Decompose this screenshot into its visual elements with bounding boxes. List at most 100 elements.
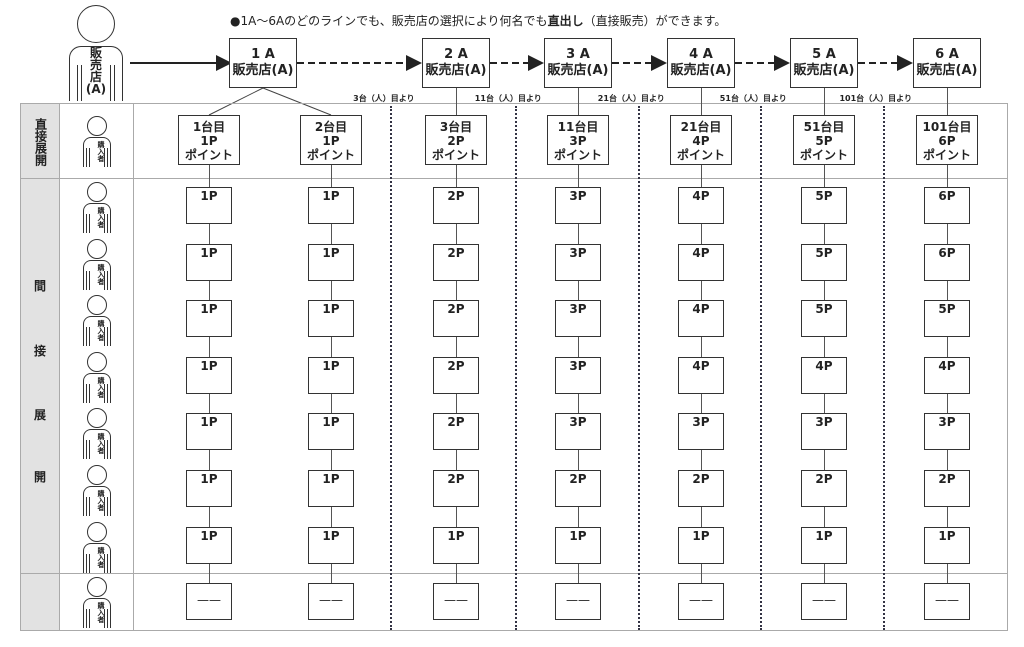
indirect-point-box: 5P (924, 300, 970, 337)
row-label-indirect-1: 間 (33, 279, 46, 293)
direct-points: 2P (447, 134, 465, 148)
indirect-point-box: 3P (555, 244, 601, 281)
direct-unit: ポイント (676, 148, 725, 162)
indirect-point-box: 3P (924, 413, 970, 450)
row-label-indirect-3: 展 (33, 408, 46, 422)
threshold-label: 21台（人）目より (597, 94, 665, 103)
direct-count: 11台目 (557, 120, 599, 134)
seller-line: 2 A (444, 47, 468, 62)
direct-count: 1台目 (192, 120, 226, 134)
direct-count: 2台目 (314, 120, 348, 134)
divider (20, 573, 1008, 574)
indirect-point-box: 2P (433, 244, 479, 281)
buyer-person-icon: 購入者 (82, 577, 112, 628)
indirect-point-box: 1P (186, 300, 232, 337)
seller-line: 5 A (812, 47, 836, 62)
indirect-point-box: 4P (801, 357, 847, 394)
direct-count: 101台目 (922, 120, 972, 134)
buyer-person-icon: 購入者 (82, 522, 112, 573)
indirect-point-box: 1P (308, 300, 354, 337)
caption-suffix: （直接販売）ができます。 (583, 14, 727, 28)
indirect-point-box: 3P (555, 187, 601, 224)
buyer-person-icon: 購入者 (82, 182, 112, 233)
indirect-point-box: 1P (308, 413, 354, 450)
table-frame (20, 103, 1008, 631)
buyer-label: 購入者 (97, 490, 105, 511)
row-label-indirect-4: 開 (33, 470, 46, 484)
indirect-point-box: 5P (801, 187, 847, 224)
buyer-label: 購入者 (97, 377, 105, 398)
indirect-point-box: 1P (186, 470, 232, 507)
row-label-direct: 直接展開 (33, 118, 48, 166)
buyer-label: 購入者 (97, 141, 105, 162)
indirect-point-box: 2P (433, 470, 479, 507)
indirect-point-box: 2P (433, 187, 479, 224)
diagram-caption: ●1A〜6Aのどのラインでも、販売店の選択により何名でも直出し（直接販売）ができ… (230, 12, 726, 29)
indirect-point-box: 6P (924, 187, 970, 224)
empty-box: —— (308, 583, 354, 620)
caption-bold: 直出し (547, 14, 584, 28)
seller-label: 販売店(A) (547, 63, 609, 78)
connector-line (824, 88, 825, 118)
direct-unit: ポイント (306, 148, 355, 162)
label-column (20, 103, 60, 631)
indirect-point-box: 5P (801, 300, 847, 337)
direct-unit: ポイント (184, 148, 233, 162)
indirect-point-box: 4P (678, 187, 724, 224)
buyer-label: 購入者 (97, 207, 105, 228)
threshold-label: 3台（人）目より (353, 94, 415, 103)
direct-count: 21台目 (680, 120, 722, 134)
indirect-point-box: 2P (678, 470, 724, 507)
icon-column (60, 103, 134, 631)
indirect-point-box: 2P (433, 413, 479, 450)
indirect-point-box: 1P (555, 527, 601, 564)
buyer-label: 購入者 (97, 602, 105, 623)
direct-points: 1P (322, 134, 340, 148)
seller-label: 販売店(A) (793, 63, 855, 78)
indirect-point-box: 3P (555, 357, 601, 394)
indirect-point-box: 5P (801, 244, 847, 281)
threshold-divider (883, 106, 885, 630)
empty-box: —— (801, 583, 847, 620)
direct-points: 5P (815, 134, 833, 148)
indirect-point-box: 1P (186, 413, 232, 450)
seller-label: 販売店(A) (670, 63, 732, 78)
indirect-point-box: 3P (801, 413, 847, 450)
buyer-label: 購入者 (97, 433, 105, 454)
direct-unit: ポイント (922, 148, 971, 162)
indirect-point-box: 1P (308, 187, 354, 224)
indirect-point-box: 2P (801, 470, 847, 507)
direct-points: 4P (692, 134, 710, 148)
buyer-person-icon: 購入者 (82, 295, 112, 346)
threshold-divider (515, 106, 517, 630)
connector-line (578, 88, 579, 118)
indirect-point-box: 6P (924, 244, 970, 281)
direct-points: 3P (569, 134, 587, 148)
indirect-point-box: 1P (924, 527, 970, 564)
divider (20, 178, 1008, 179)
connector-line (456, 88, 457, 118)
buyer-label: 購入者 (97, 547, 105, 568)
indirect-point-box: 1P (186, 357, 232, 394)
seller-label: 販売店(A) (425, 63, 487, 78)
connector-line (947, 88, 948, 118)
buyer-person-icon: 購入者 (82, 408, 112, 459)
threshold-label: 11台（人）目より (474, 94, 542, 103)
empty-box: —— (678, 583, 724, 620)
threshold-label: 101台（人）目より (839, 94, 913, 103)
threshold-divider (390, 106, 392, 630)
direct-count: 3台目 (439, 120, 473, 134)
direct-unit: ポイント (431, 148, 480, 162)
seller-line: 6 A (935, 47, 959, 62)
row-label-indirect-2: 接 (33, 344, 46, 358)
empty-box: —— (433, 583, 479, 620)
seller-line: 1 A (251, 47, 275, 62)
